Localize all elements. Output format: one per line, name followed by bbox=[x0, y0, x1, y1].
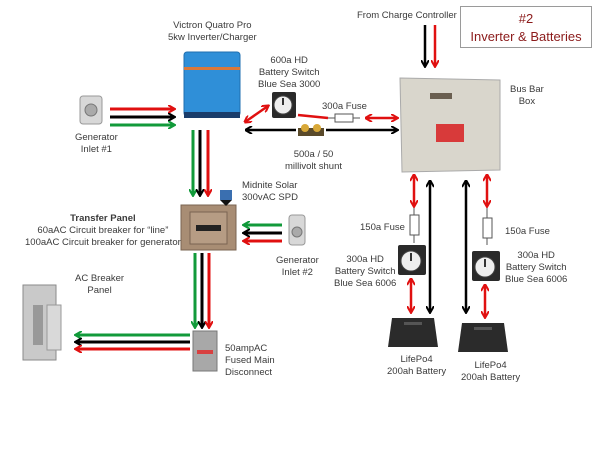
generator-inlet-1-line2: Inlet #1 bbox=[80, 144, 112, 155]
generator-2-wires bbox=[244, 225, 282, 241]
generator-inlet-1-line1: Generator bbox=[75, 132, 118, 143]
shunt-label-line1: 500a / 50 bbox=[293, 149, 334, 160]
diagram-title: Inverter & Batteries bbox=[470, 29, 582, 44]
transfer-panel-line2: 100aAC Circuit breaker for generator bbox=[25, 237, 181, 248]
fuse-left-label: 150a Fuse bbox=[360, 222, 405, 233]
shunt-label: 500a / 50 millivolt shunt bbox=[285, 149, 342, 173]
bus-bar-box-label-line2: Box bbox=[518, 96, 536, 107]
disconnect-to-panel-wires bbox=[76, 335, 190, 349]
switch-left-line1: 300a HD bbox=[346, 254, 384, 265]
spd-device bbox=[220, 190, 232, 206]
spd-label-line1: Midnite Solar bbox=[242, 180, 298, 191]
fused-disconnect-line2: Fused Main bbox=[225, 355, 275, 366]
transfer-panel-line1: 60aAC Circuit breaker for “line” bbox=[37, 225, 169, 236]
switch-right-line2: Battery Switch bbox=[505, 262, 567, 273]
ac-breaker-panel-label: AC Breaker Panel bbox=[75, 273, 124, 297]
ac-breaker-panel-line2: Panel bbox=[87, 285, 112, 296]
spd-label: Midnite Solar 300vAC SPD bbox=[242, 180, 298, 204]
main-fuse-device bbox=[328, 113, 360, 123]
main-battery-switch-device bbox=[272, 92, 296, 118]
fuse-right-label: 150a Fuse bbox=[505, 226, 550, 237]
generator-inlet-2-device bbox=[288, 214, 306, 246]
diagram-title-box: #2 Inverter & Batteries bbox=[460, 6, 592, 48]
charge-controller-label: From Charge Controller bbox=[357, 10, 457, 21]
battery-right-line1: LifePo4 bbox=[474, 360, 507, 371]
generator-inlet-1-device bbox=[79, 95, 103, 125]
generator-inlet-2-label: Generator Inlet #2 bbox=[276, 255, 319, 279]
transfer-panel-title: Transfer Panel bbox=[70, 213, 136, 224]
transfer-panel-label: Transfer Panel 60aAC Circuit breaker for… bbox=[25, 213, 181, 249]
battery-left-line1: LifePo4 bbox=[400, 354, 433, 365]
fuse-right-device bbox=[482, 208, 493, 245]
main-fuse-label: 300a Fuse bbox=[322, 101, 367, 112]
switch-right-label: 300a HD Battery Switch Blue Sea 6006 bbox=[505, 250, 567, 286]
inverter-to-transfer-wires bbox=[193, 130, 208, 195]
main-switch-label-line2: Battery Switch bbox=[258, 67, 320, 78]
battery-right-label: LifePo4 200ah Battery bbox=[461, 360, 520, 384]
fused-disconnect-line3: Disconnect bbox=[225, 367, 272, 378]
inverter-switch-positive bbox=[245, 106, 268, 122]
fused-disconnect-label: 50ampAC Fused Main Disconnect bbox=[225, 343, 275, 379]
battery-right-device bbox=[458, 323, 508, 352]
main-switch-label-line1: 600a HD bbox=[270, 55, 308, 66]
generator-inlet-2-line2: Inlet #2 bbox=[281, 267, 313, 278]
switch-fuse-positive bbox=[297, 113, 329, 120]
diagram-number: #2 bbox=[518, 11, 534, 26]
ac-breaker-panel-line1: AC Breaker bbox=[75, 273, 125, 284]
generator-inlet-2-line1: Generator bbox=[276, 255, 319, 266]
main-switch-label-line3: Blue Sea 3000 bbox=[258, 79, 321, 90]
bus-bar-box-device bbox=[399, 77, 501, 173]
transfer-to-disconnect-wires bbox=[195, 253, 209, 327]
inverter-device bbox=[183, 51, 241, 118]
bus-bar-box-label: Bus Bar Box bbox=[510, 84, 544, 108]
switch-left-device bbox=[398, 245, 426, 275]
inverter-label-line2: 5kw Inverter/Charger bbox=[168, 32, 257, 43]
spd-label-line2: 300vAC SPD bbox=[242, 192, 298, 203]
switch-right-line1: 300a HD bbox=[517, 250, 555, 261]
bus-bar-box-label-line1: Bus Bar bbox=[510, 84, 544, 95]
battery-left-line2: 200ah Battery bbox=[387, 366, 447, 377]
generator-1-wires bbox=[110, 109, 174, 125]
shunt-label-line2: millivolt shunt bbox=[285, 161, 343, 172]
switch-left-line3: Blue Sea 6006 bbox=[334, 278, 397, 289]
inverter-label-line1: Victron Quatro Pro bbox=[173, 20, 252, 31]
main-switch-label: 600a HD Battery Switch Blue Sea 3000 bbox=[258, 55, 320, 91]
fused-disconnect-device bbox=[192, 330, 218, 372]
battery-right-line2: 200ah Battery bbox=[461, 372, 521, 383]
transfer-panel-device bbox=[180, 204, 237, 251]
switch-left-label: 300a HD Battery Switch Blue Sea 6006 bbox=[334, 254, 396, 290]
inverter-label: Victron Quatro Pro 5kw Inverter/Charger bbox=[168, 20, 257, 44]
switch-left-line2: Battery Switch bbox=[334, 266, 396, 277]
battery-left-device bbox=[388, 318, 438, 347]
generator-inlet-1-label: Generator Inlet #1 bbox=[75, 132, 118, 156]
switch-right-line3: Blue Sea 6006 bbox=[505, 274, 568, 285]
shunt-device bbox=[298, 124, 324, 136]
battery-left-label: LifePo4 200ah Battery bbox=[387, 354, 446, 378]
fused-disconnect-line1: 50ampAC bbox=[225, 343, 268, 354]
fuse-left-device bbox=[409, 208, 420, 243]
ac-breaker-panel-device bbox=[22, 284, 62, 361]
switch-right-device bbox=[472, 251, 500, 281]
